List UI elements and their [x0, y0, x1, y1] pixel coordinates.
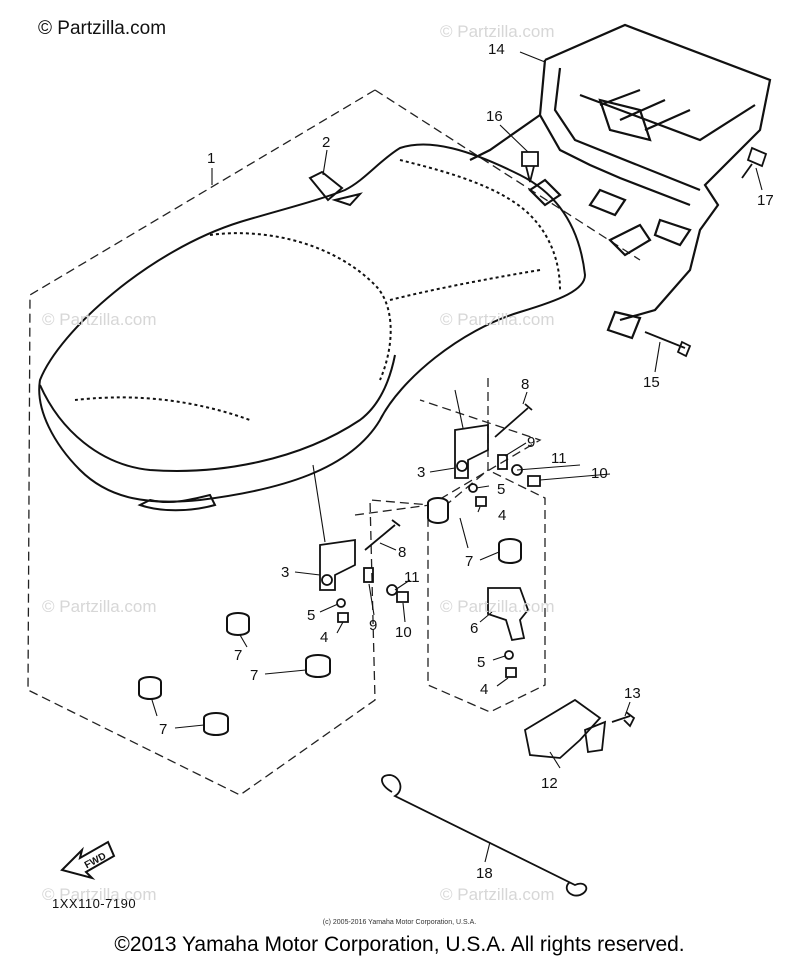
callout-5-c: 5 — [477, 654, 485, 671]
callout-5-a: 5 — [307, 607, 315, 624]
diagram-part-number: 1XX110-7190 — [52, 896, 137, 911]
callout-1: 1 — [207, 150, 215, 167]
callout-4-c: 4 — [480, 681, 488, 698]
copyright-notice: ©2013 Yamaha Motor Corporation, U.S.A. A… — [114, 933, 685, 956]
watermark: © Partzilla.com — [440, 310, 555, 329]
callout-16: 16 — [486, 108, 503, 125]
callout-7-d: 7 — [234, 647, 242, 664]
watermark: © Partzilla.com — [440, 597, 555, 616]
callout-8-a: 8 — [521, 376, 529, 393]
leader-lines — [151, 51, 763, 863]
callout-17: 17 — [757, 192, 774, 209]
callout-14: 14 — [488, 41, 505, 58]
callout-13: 13 — [624, 685, 641, 702]
callout-18: 18 — [476, 865, 493, 882]
callout-10-b: 10 — [395, 624, 412, 641]
watermark: © Partzilla.com — [42, 310, 157, 329]
callout-11-a: 11 — [551, 450, 567, 467]
watermark: © Partzilla.com — [440, 885, 555, 904]
callout-labels: 1 2 3 3 4 4 4 5 5 5 6 7 7 7 7 8 8 9 9 10… — [159, 41, 774, 882]
hardware-parts — [319, 146, 768, 897]
partzilla-brand: © Partzilla.com — [38, 18, 167, 39]
callout-8-b: 8 — [398, 544, 406, 561]
grab-rail-drawing — [469, 23, 772, 340]
callout-4-a: 4 — [320, 629, 328, 646]
callout-7-c: 7 — [465, 553, 473, 570]
callout-9-b: 9 — [369, 617, 377, 634]
watermark: © Partzilla.com — [440, 22, 555, 41]
callout-3-right: 3 — [417, 464, 425, 481]
callout-7-a: 7 — [250, 667, 258, 684]
seat-drawing — [38, 143, 587, 512]
callout-11-b: 11 — [404, 569, 420, 586]
assembly-boundary-lines — [27, 89, 641, 796]
fwd-arrow-icon: FWD — [60, 840, 116, 880]
callout-3-left: 3 — [281, 564, 289, 581]
rubber-dampers — [138, 497, 522, 736]
watermark: © Partzilla.com — [42, 597, 157, 616]
watermark: © Partzilla.com — [42, 885, 157, 904]
small-copyright: (c) 2005-2016 Yamaha Motor Corporation, … — [322, 919, 477, 926]
callout-12: 12 — [541, 775, 558, 792]
callout-5-b: 5 — [497, 481, 505, 498]
callout-2: 2 — [322, 134, 330, 151]
callout-10-a: 10 — [591, 465, 608, 482]
callout-6: 6 — [470, 620, 478, 637]
callout-9-a: 9 — [527, 434, 535, 451]
callout-4-b: 4 — [498, 507, 506, 524]
callout-7-b: 7 — [159, 721, 167, 738]
callout-15: 15 — [643, 374, 660, 391]
